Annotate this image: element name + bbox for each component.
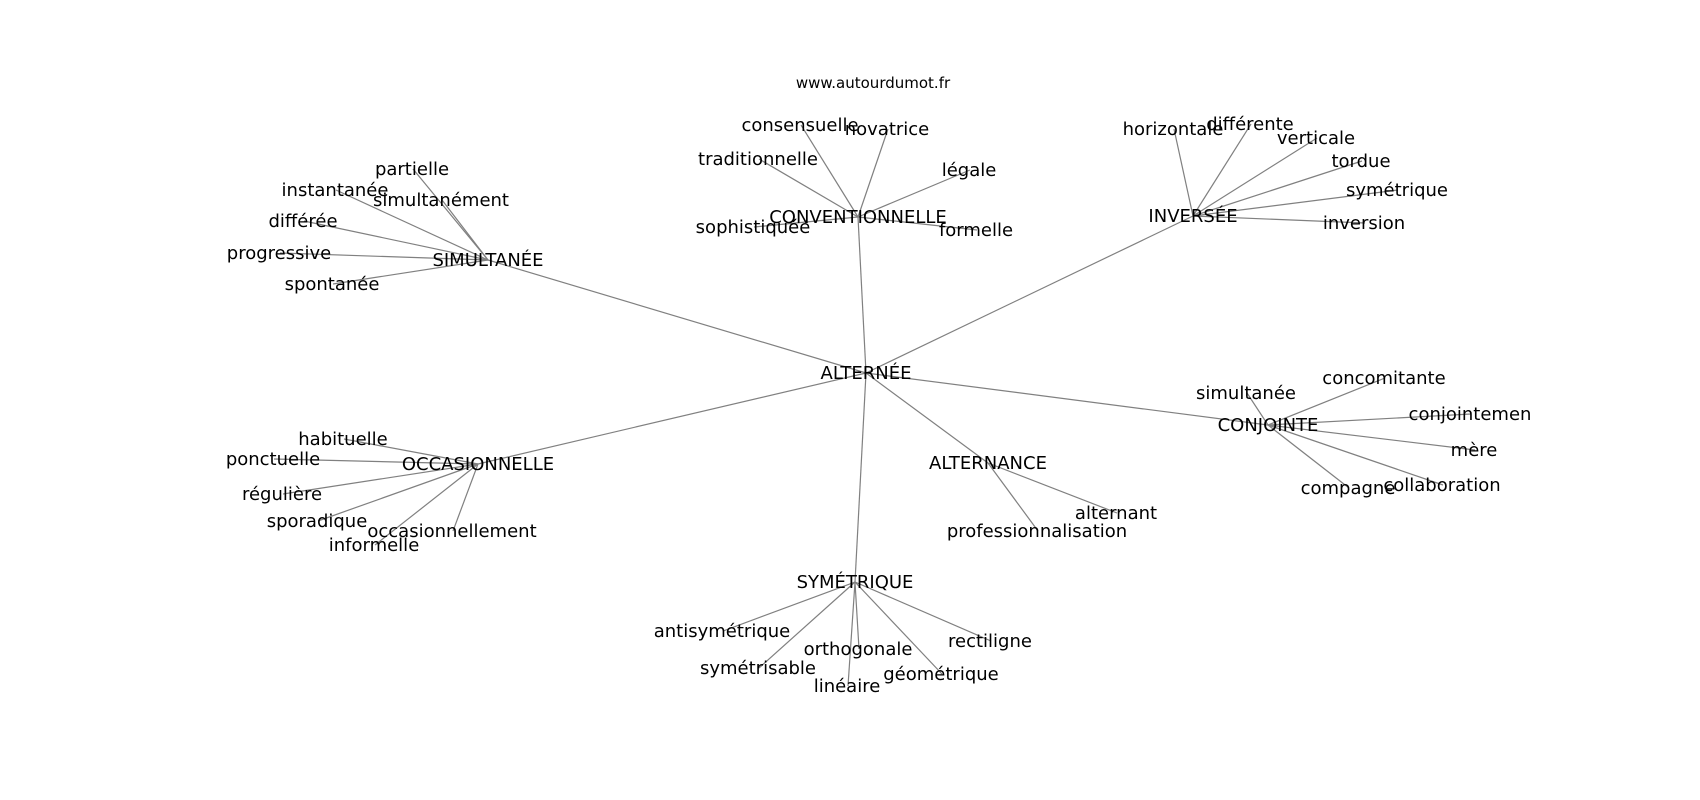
leaf-node-label[interactable]: sporadique: [267, 511, 368, 532]
edge-occasionnelle-leaf: [317, 463, 479, 522]
edge-symetrique_hub-leaf: [758, 581, 856, 669]
source-watermark: www.autourdumot.fr: [796, 74, 951, 92]
edge-simultanee_hub-leaf: [279, 252, 489, 261]
edge-symetrique_hub-leaf: [854, 581, 992, 642]
leaf-node-label[interactable]: compagne: [1301, 478, 1396, 499]
edge-inversee-leaf: [1173, 128, 1194, 217]
graph-edges: [273, 123, 1476, 687]
leaf-node-label[interactable]: symétrisable: [700, 658, 816, 679]
edge-occasionnelle-leaf: [282, 463, 479, 495]
center-node-label[interactable]: ALTERNÉE: [821, 362, 912, 384]
hub-node-label[interactable]: SIMULTANÉE: [432, 249, 543, 271]
hub-node-label[interactable]: OCCASIONNELLE: [402, 454, 554, 475]
edge-inversee-leaf: [1192, 189, 1399, 217]
leaf-node-label[interactable]: occasionnellement: [367, 521, 536, 542]
edge-simultanee_hub-leaf: [332, 259, 489, 285]
edge-simultanee_hub-leaf: [441, 199, 489, 261]
leaf-node-label[interactable]: horizontale: [1123, 119, 1224, 140]
leaf-node-label[interactable]: différente: [1206, 114, 1294, 135]
edge-conventionnelle-leaf: [857, 216, 978, 231]
leaf-node-label[interactable]: légale: [942, 160, 997, 181]
edge-center-symetrique_hub: [854, 372, 867, 583]
edge-conjointe-leaf: [1267, 424, 1350, 489]
edge-inversee-leaf: [1192, 123, 1252, 217]
leaf-node-label[interactable]: antisymétrique: [654, 621, 791, 642]
edge-inversee-leaf: [1192, 215, 1366, 224]
graph-labels: ALTERNÉESIMULTANÉEpartielleinstantanéesi…: [226, 114, 1532, 697]
leaf-node-label[interactable]: linéaire: [814, 676, 881, 697]
edge-center-inversee: [865, 215, 1194, 374]
leaf-node-label[interactable]: alternant: [1075, 503, 1157, 524]
leaf-node-label[interactable]: tordue: [1331, 151, 1390, 172]
edge-center-conjointe: [865, 372, 1269, 426]
leaf-node-label[interactable]: simultanément: [373, 190, 509, 211]
leaf-node-label[interactable]: conjointemen: [1409, 404, 1532, 425]
leaf-node-label[interactable]: informelle: [329, 535, 420, 556]
edge-alternance-leaf: [987, 462, 1039, 532]
edge-inversee-leaf: [1192, 160, 1363, 217]
leaf-node-label[interactable]: professionnalisation: [947, 521, 1127, 542]
leaf-node-label[interactable]: inversion: [1323, 213, 1405, 234]
hub-node-label[interactable]: SYMÉTRIQUE: [797, 571, 914, 593]
edge-simultanee_hub-leaf: [335, 189, 489, 261]
hub-node-label[interactable]: CONVENTIONNELLE: [769, 207, 947, 228]
edge-conventionnelle-leaf: [758, 158, 859, 218]
edge-symetrique_hub-leaf: [854, 581, 943, 675]
hub-node-label[interactable]: CONJOINTE: [1218, 415, 1319, 436]
edge-symetrique_hub-leaf: [854, 581, 860, 650]
leaf-node-label[interactable]: consensuelle: [741, 115, 858, 136]
edge-conventionnelle-leaf: [857, 169, 971, 218]
edge-simultanee_hub-leaf: [303, 220, 489, 261]
leaf-node-label[interactable]: spontanée: [285, 274, 380, 295]
leaf-node-label[interactable]: formelle: [939, 220, 1013, 241]
edge-occasionnelle-leaf: [343, 438, 479, 465]
edge-simultanee_hub-leaf: [412, 168, 489, 261]
edge-inversee-leaf: [1192, 137, 1318, 217]
leaf-node-label[interactable]: ponctuelle: [226, 449, 320, 470]
edge-center-occasionnelle: [477, 372, 867, 465]
edge-symetrique_hub-leaf: [847, 581, 856, 687]
leaf-node-label[interactable]: progressive: [227, 243, 331, 264]
edge-conjointe-leaf: [1246, 392, 1269, 426]
edge-conjointe-leaf: [1267, 424, 1444, 486]
leaf-node-label[interactable]: partielle: [375, 159, 449, 180]
leaf-node-label[interactable]: symétrique: [1346, 180, 1448, 201]
leaf-node-label[interactable]: concomitante: [1322, 368, 1445, 389]
edge-center-simultanee_hub: [487, 259, 867, 374]
hub-node-label[interactable]: ALTERNANCE: [929, 453, 1047, 474]
leaf-node-label[interactable]: rectiligne: [948, 631, 1032, 652]
hub-node-label[interactable]: INVERSÉE: [1148, 205, 1237, 227]
leaf-node-label[interactable]: différée: [268, 211, 337, 232]
edge-center-conventionnelle: [857, 216, 867, 374]
leaf-node-label[interactable]: novatrice: [845, 119, 930, 140]
leaf-node-label[interactable]: traditionnelle: [698, 149, 818, 170]
edge-conventionnelle-leaf: [800, 124, 859, 218]
leaf-node-label[interactable]: mère: [1451, 440, 1498, 461]
leaf-node-label[interactable]: sophistiquée: [696, 217, 811, 238]
edge-occasionnelle-leaf: [273, 458, 479, 465]
edge-occasionnelle-leaf: [452, 463, 479, 532]
leaf-node-label[interactable]: régulière: [242, 484, 322, 505]
leaf-node-label[interactable]: instantanée: [282, 180, 389, 201]
edge-conventionnelle-leaf: [753, 216, 859, 228]
edge-conjointe-leaf: [1267, 413, 1472, 426]
edge-occasionnelle-leaf: [374, 463, 479, 546]
edge-conventionnelle-leaf: [857, 128, 889, 218]
edge-conjointe-leaf: [1267, 377, 1386, 426]
edge-symetrique_hub-leaf: [722, 581, 856, 632]
leaf-node-label[interactable]: géométrique: [883, 664, 999, 685]
leaf-node-label[interactable]: simultanée: [1196, 383, 1296, 404]
edge-center-alternance: [865, 372, 989, 464]
leaf-node-label[interactable]: collaboration: [1383, 475, 1500, 496]
leaf-node-label[interactable]: verticale: [1277, 128, 1355, 149]
edge-alternance-leaf: [987, 462, 1118, 514]
leaf-node-label[interactable]: orthogonale: [804, 639, 913, 660]
leaf-node-label[interactable]: habituelle: [298, 429, 387, 450]
edge-conjointe-leaf: [1267, 424, 1476, 451]
